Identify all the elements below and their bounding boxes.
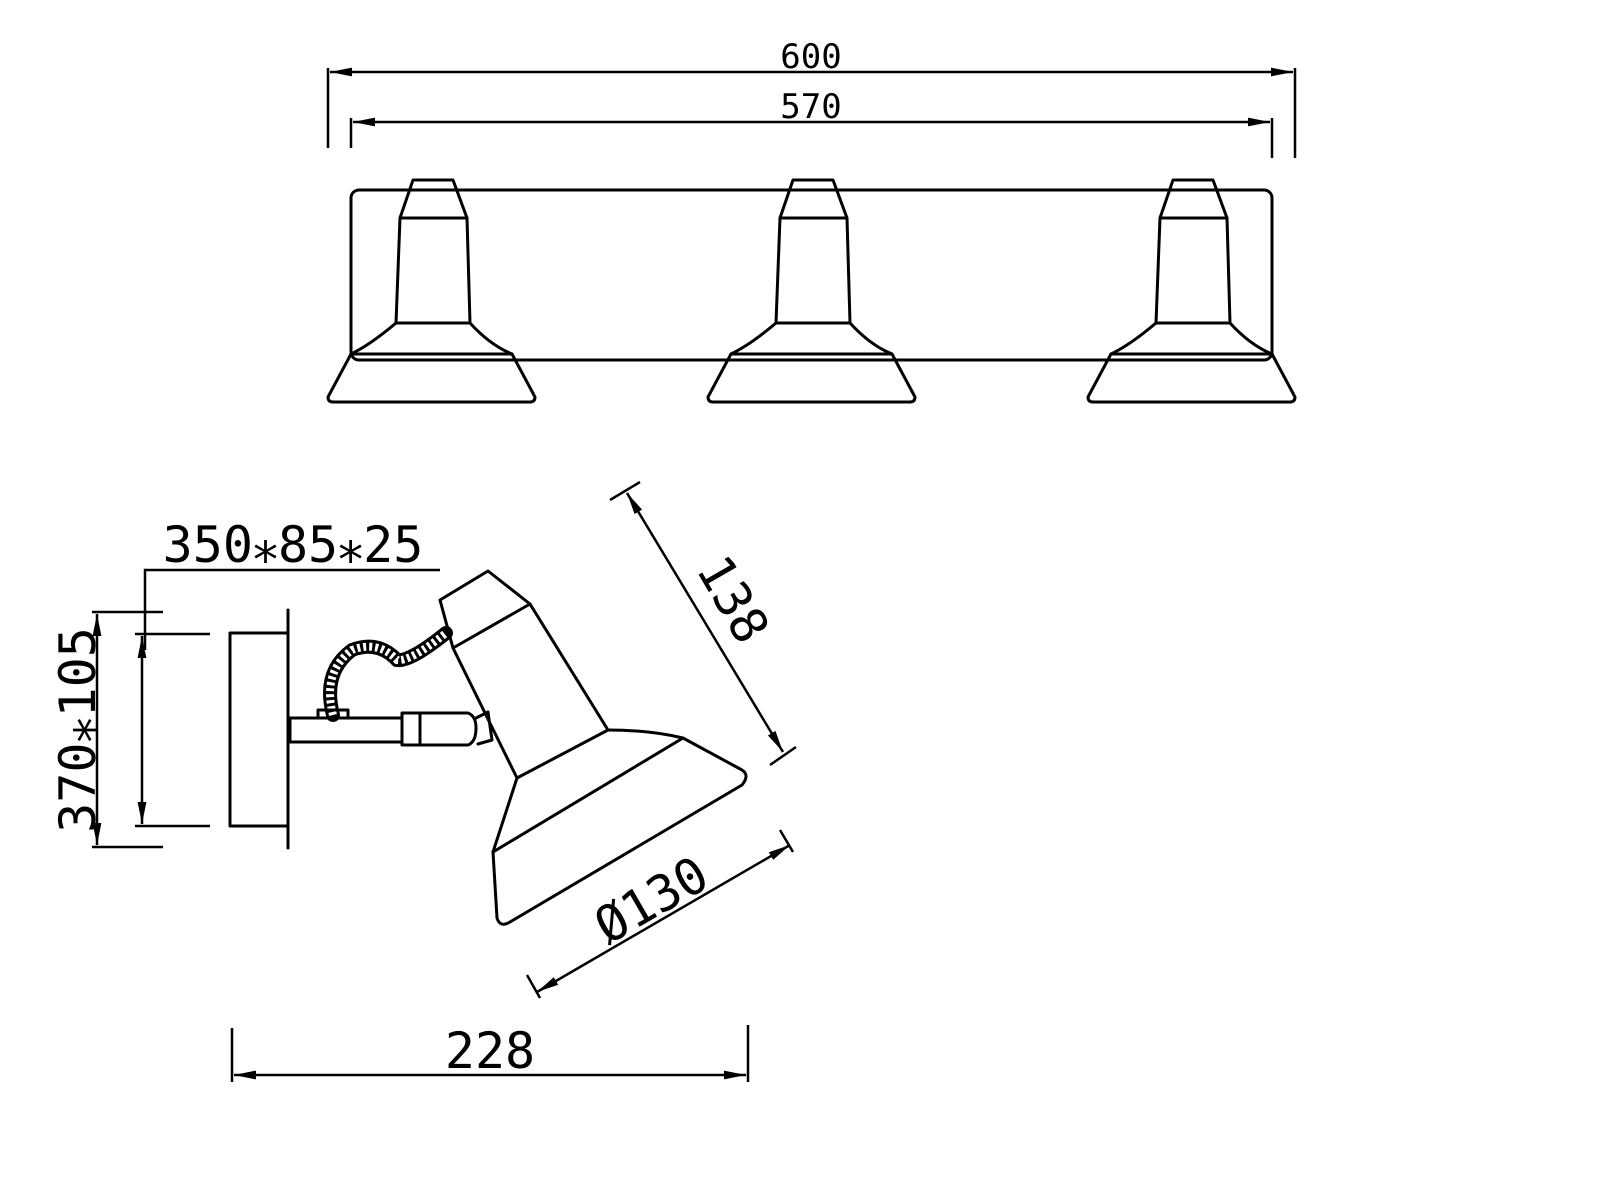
dim-height: 370⁎105	[49, 610, 210, 849]
dim-600: 600	[326, 37, 1297, 158]
lamp-3	[1086, 178, 1297, 404]
cable	[316, 626, 453, 722]
dim-overall-width-label: 600	[780, 37, 841, 77]
side-view: 350⁎85⁎25 370⁎105	[49, 480, 797, 1082]
joint	[474, 710, 494, 746]
dim-shade-length: 138	[609, 480, 797, 767]
dim-shade-diameter: Ø130	[525, 829, 795, 999]
arm	[288, 716, 404, 744]
dim-plate-size: 350⁎85⁎25	[143, 516, 440, 650]
front-view: 600 570	[326, 37, 1297, 404]
dim-shade-length-label: 138	[685, 546, 780, 653]
dim-height-label: 370⁎105	[49, 627, 107, 833]
dim-shade-diameter-label: Ø130	[585, 845, 718, 955]
lamp-1	[326, 178, 537, 404]
arm-connector	[400, 711, 478, 747]
dim-plate-width-label: 570	[780, 87, 841, 127]
dim-570: 570	[349, 87, 1274, 158]
dim-plate-size-label: 350⁎85⁎25	[163, 516, 424, 574]
lamp-2	[706, 178, 917, 404]
wall-plate	[228, 631, 290, 828]
backplate	[349, 188, 1274, 362]
dim-projection: 228	[230, 1022, 750, 1082]
dim-projection-label: 228	[445, 1022, 535, 1080]
